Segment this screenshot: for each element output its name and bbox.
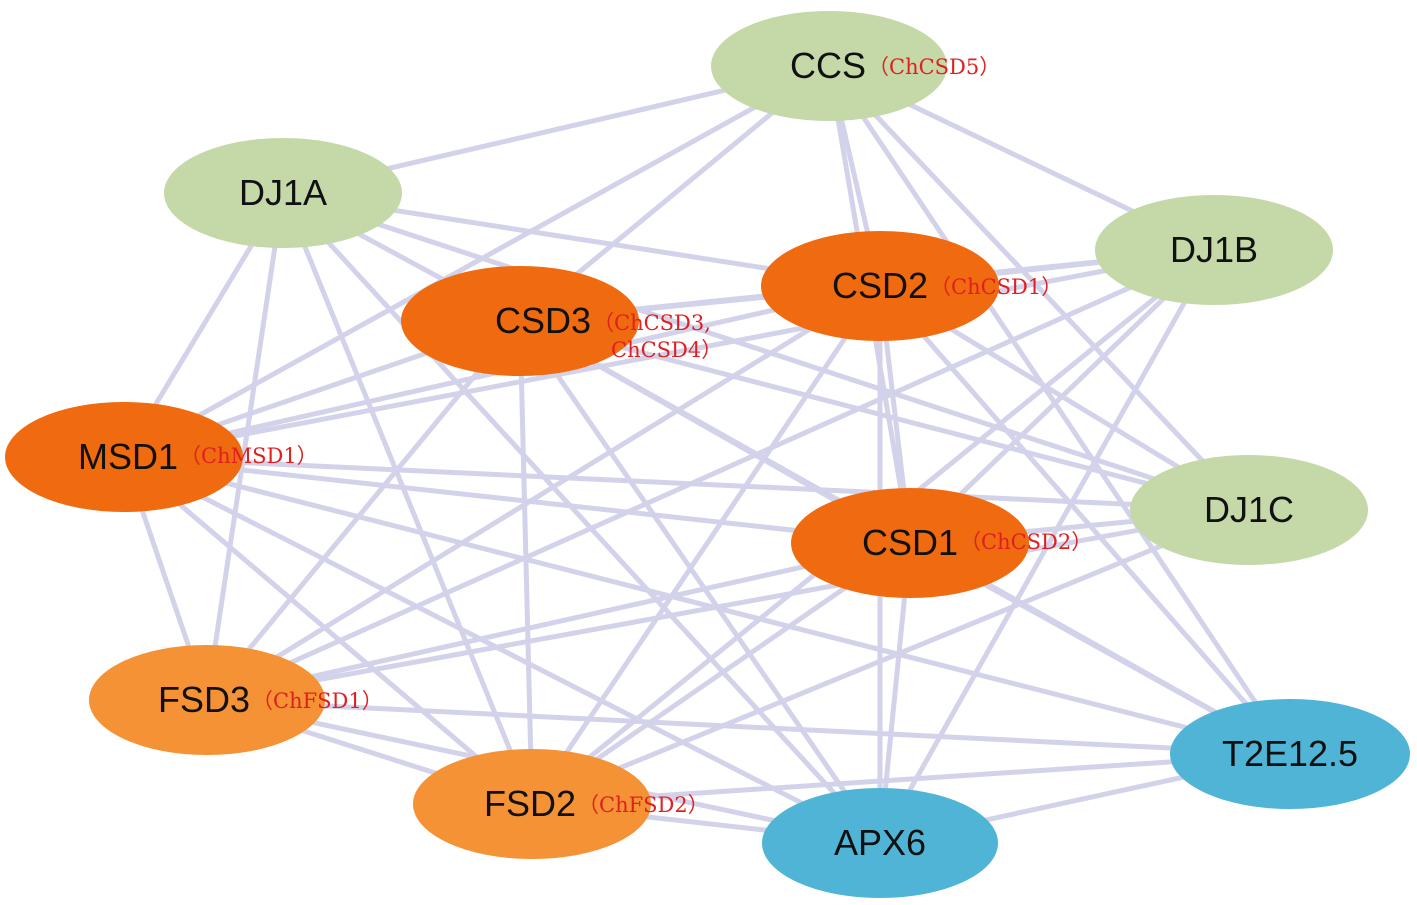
node-fsd3-annotation: （ChFSD1） <box>252 689 383 713</box>
node-ccs-ellipse <box>711 11 947 121</box>
node-dj1a-ellipse <box>164 138 402 248</box>
edge-csd3-apx6 <box>517 319 883 845</box>
edge-dj1c-msd1 <box>123 454 1250 513</box>
node-csd1-ellipse <box>791 488 1029 598</box>
edge-msd1-fsd2 <box>122 455 534 806</box>
edge-dj1b-fsd3 <box>205 247 1216 703</box>
node-fsd2-label: FSD2 <box>484 783 576 824</box>
node-fsd3-ellipse <box>89 645 325 755</box>
node-fsd2: FSD2（ChFSD2） <box>413 749 709 859</box>
edge-csd3-fsd2 <box>517 320 535 805</box>
node-ccs: CCS（ChCSD5） <box>711 11 1000 121</box>
node-t2e125-ellipse <box>1170 699 1410 809</box>
edge-dj1a-fsd2 <box>280 192 535 805</box>
node-dj1c-label: DJ1C <box>1204 489 1294 530</box>
node-csd1-label: CSD1 <box>862 522 958 563</box>
node-msd1: MSD1（ChMSD1） <box>5 402 318 512</box>
edge-ccs-msd1 <box>122 63 831 460</box>
edge-msd1-csd1 <box>123 454 911 546</box>
edge-dj1a-apx6 <box>281 191 882 845</box>
node-csd2-annotation: （ChCSD1） <box>930 275 1062 299</box>
edge-ccs-t2e125 <box>826 64 1293 756</box>
edge-fsd2-t2e125 <box>531 751 1291 807</box>
node-fsd3-label: FSD3 <box>158 679 250 720</box>
node-fsd2-ellipse <box>413 749 651 859</box>
node-fsd3: FSD3（ChFSD1） <box>89 645 383 755</box>
node-msd1-label: MSD1 <box>78 436 178 477</box>
node-dj1c-ellipse <box>1130 455 1368 565</box>
node-dj1c: DJ1C <box>1130 455 1368 565</box>
edge-fsd3-t2e125 <box>206 697 1291 757</box>
node-ccs-annotation: （ChCSD5） <box>868 55 1000 79</box>
node-csd2-label: CSD2 <box>832 265 928 306</box>
node-ccs-label: CCS <box>790 45 866 86</box>
edge-dj1c-csd3 <box>519 318 1250 513</box>
edge-dj1c-fsd3 <box>206 507 1250 703</box>
node-csd1-annotation: （ChCSD2） <box>960 530 1092 554</box>
node-t2e125-label: T2E12.5 <box>1222 733 1358 774</box>
edge-csd2-fsd3 <box>205 283 882 703</box>
node-fsd2-annotation: （ChFSD2） <box>578 793 709 817</box>
edge-csd3-fsd3 <box>205 319 522 702</box>
edge-msd1-apx6 <box>122 454 882 846</box>
node-dj1a: DJ1A <box>164 138 402 248</box>
edge-dj1a-fsd3 <box>204 192 286 701</box>
node-t2e125: T2E12.5 <box>1170 699 1410 809</box>
edge-csd2-t2e125 <box>878 284 1292 756</box>
node-dj1b: DJ1B <box>1095 195 1333 305</box>
edge-csd1-fsd3 <box>206 540 911 703</box>
node-msd1-ellipse <box>5 402 243 512</box>
node-csd3-annotation: （ChCSD3, <box>593 311 711 335</box>
node-apx6: APX6 <box>762 788 998 898</box>
node-dj1a-label: DJ1A <box>239 172 327 213</box>
node-dj1b-label: DJ1B <box>1170 229 1258 270</box>
edge-dj1b-msd1 <box>123 247 1215 460</box>
node-csd3-annotation: ChCSD4） <box>611 338 722 362</box>
node-csd3: CSD3（ChCSD3, ChCSD4） <box>401 266 722 376</box>
edge-dj1c-fsd2 <box>531 507 1250 807</box>
node-csd2: CSD2（ChCSD1） <box>761 231 1062 341</box>
node-msd1-annotation: （ChMSD1） <box>180 444 318 468</box>
edge-dj1a-dj1c <box>282 190 1250 513</box>
node-csd3-label: CSD3 <box>495 300 591 341</box>
node-dj1b-ellipse <box>1095 195 1333 305</box>
node-csd2-ellipse <box>761 231 999 341</box>
node-csd1: CSD1（ChCSD2） <box>791 488 1092 598</box>
node-layer: CCS（ChCSD5）DJ1ADJ1BDJ1CCSD2（ChCSD1）CSD3（… <box>5 11 1410 898</box>
node-csd3-ellipse <box>401 266 639 376</box>
edge-msd1-t2e125 <box>123 454 1291 757</box>
node-apx6-ellipse <box>762 788 998 898</box>
node-apx6-label: APX6 <box>834 822 926 863</box>
edge-ccs-dj1c <box>827 64 1251 512</box>
